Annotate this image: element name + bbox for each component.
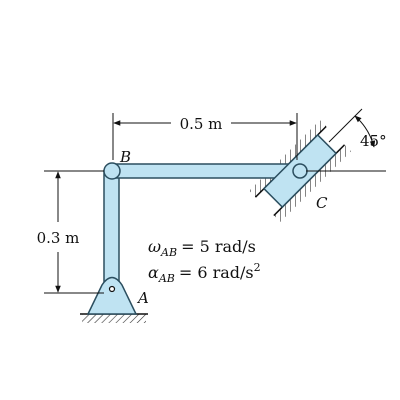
pin-support-a [86,276,138,315]
pin-a [108,285,116,293]
alpha-value: = 6 rad/s [179,263,254,282]
label-a: A [136,289,149,307]
omega-subscript: AB [160,246,177,259]
omega-symbol: ω [148,237,161,256]
dimension-vertical-label: 0.3 m [37,229,80,247]
alpha-equation: αAB = 6 rad/s2 [148,261,261,285]
alpha-subscript: AB [158,272,175,285]
angle-indicator [306,108,386,172]
link-bc [111,163,301,179]
dimension-vertical [44,170,104,294]
pin-c [292,163,308,179]
link-ab [103,170,120,294]
label-c: C [316,194,328,212]
angle-label: 45° [360,132,387,150]
pin-b [103,162,121,180]
label-b: B [119,148,131,166]
alpha-superscript: 2 [254,261,261,274]
omega-value: = 5 rad/s [181,237,256,256]
ground-support [80,313,148,323]
alpha-symbol: α [148,263,159,282]
dimension-horizontal-label: 0.5 m [180,115,223,133]
dimension-horizontal [112,113,298,160]
omega-equation: ωAB = 5 rad/s [148,237,256,259]
